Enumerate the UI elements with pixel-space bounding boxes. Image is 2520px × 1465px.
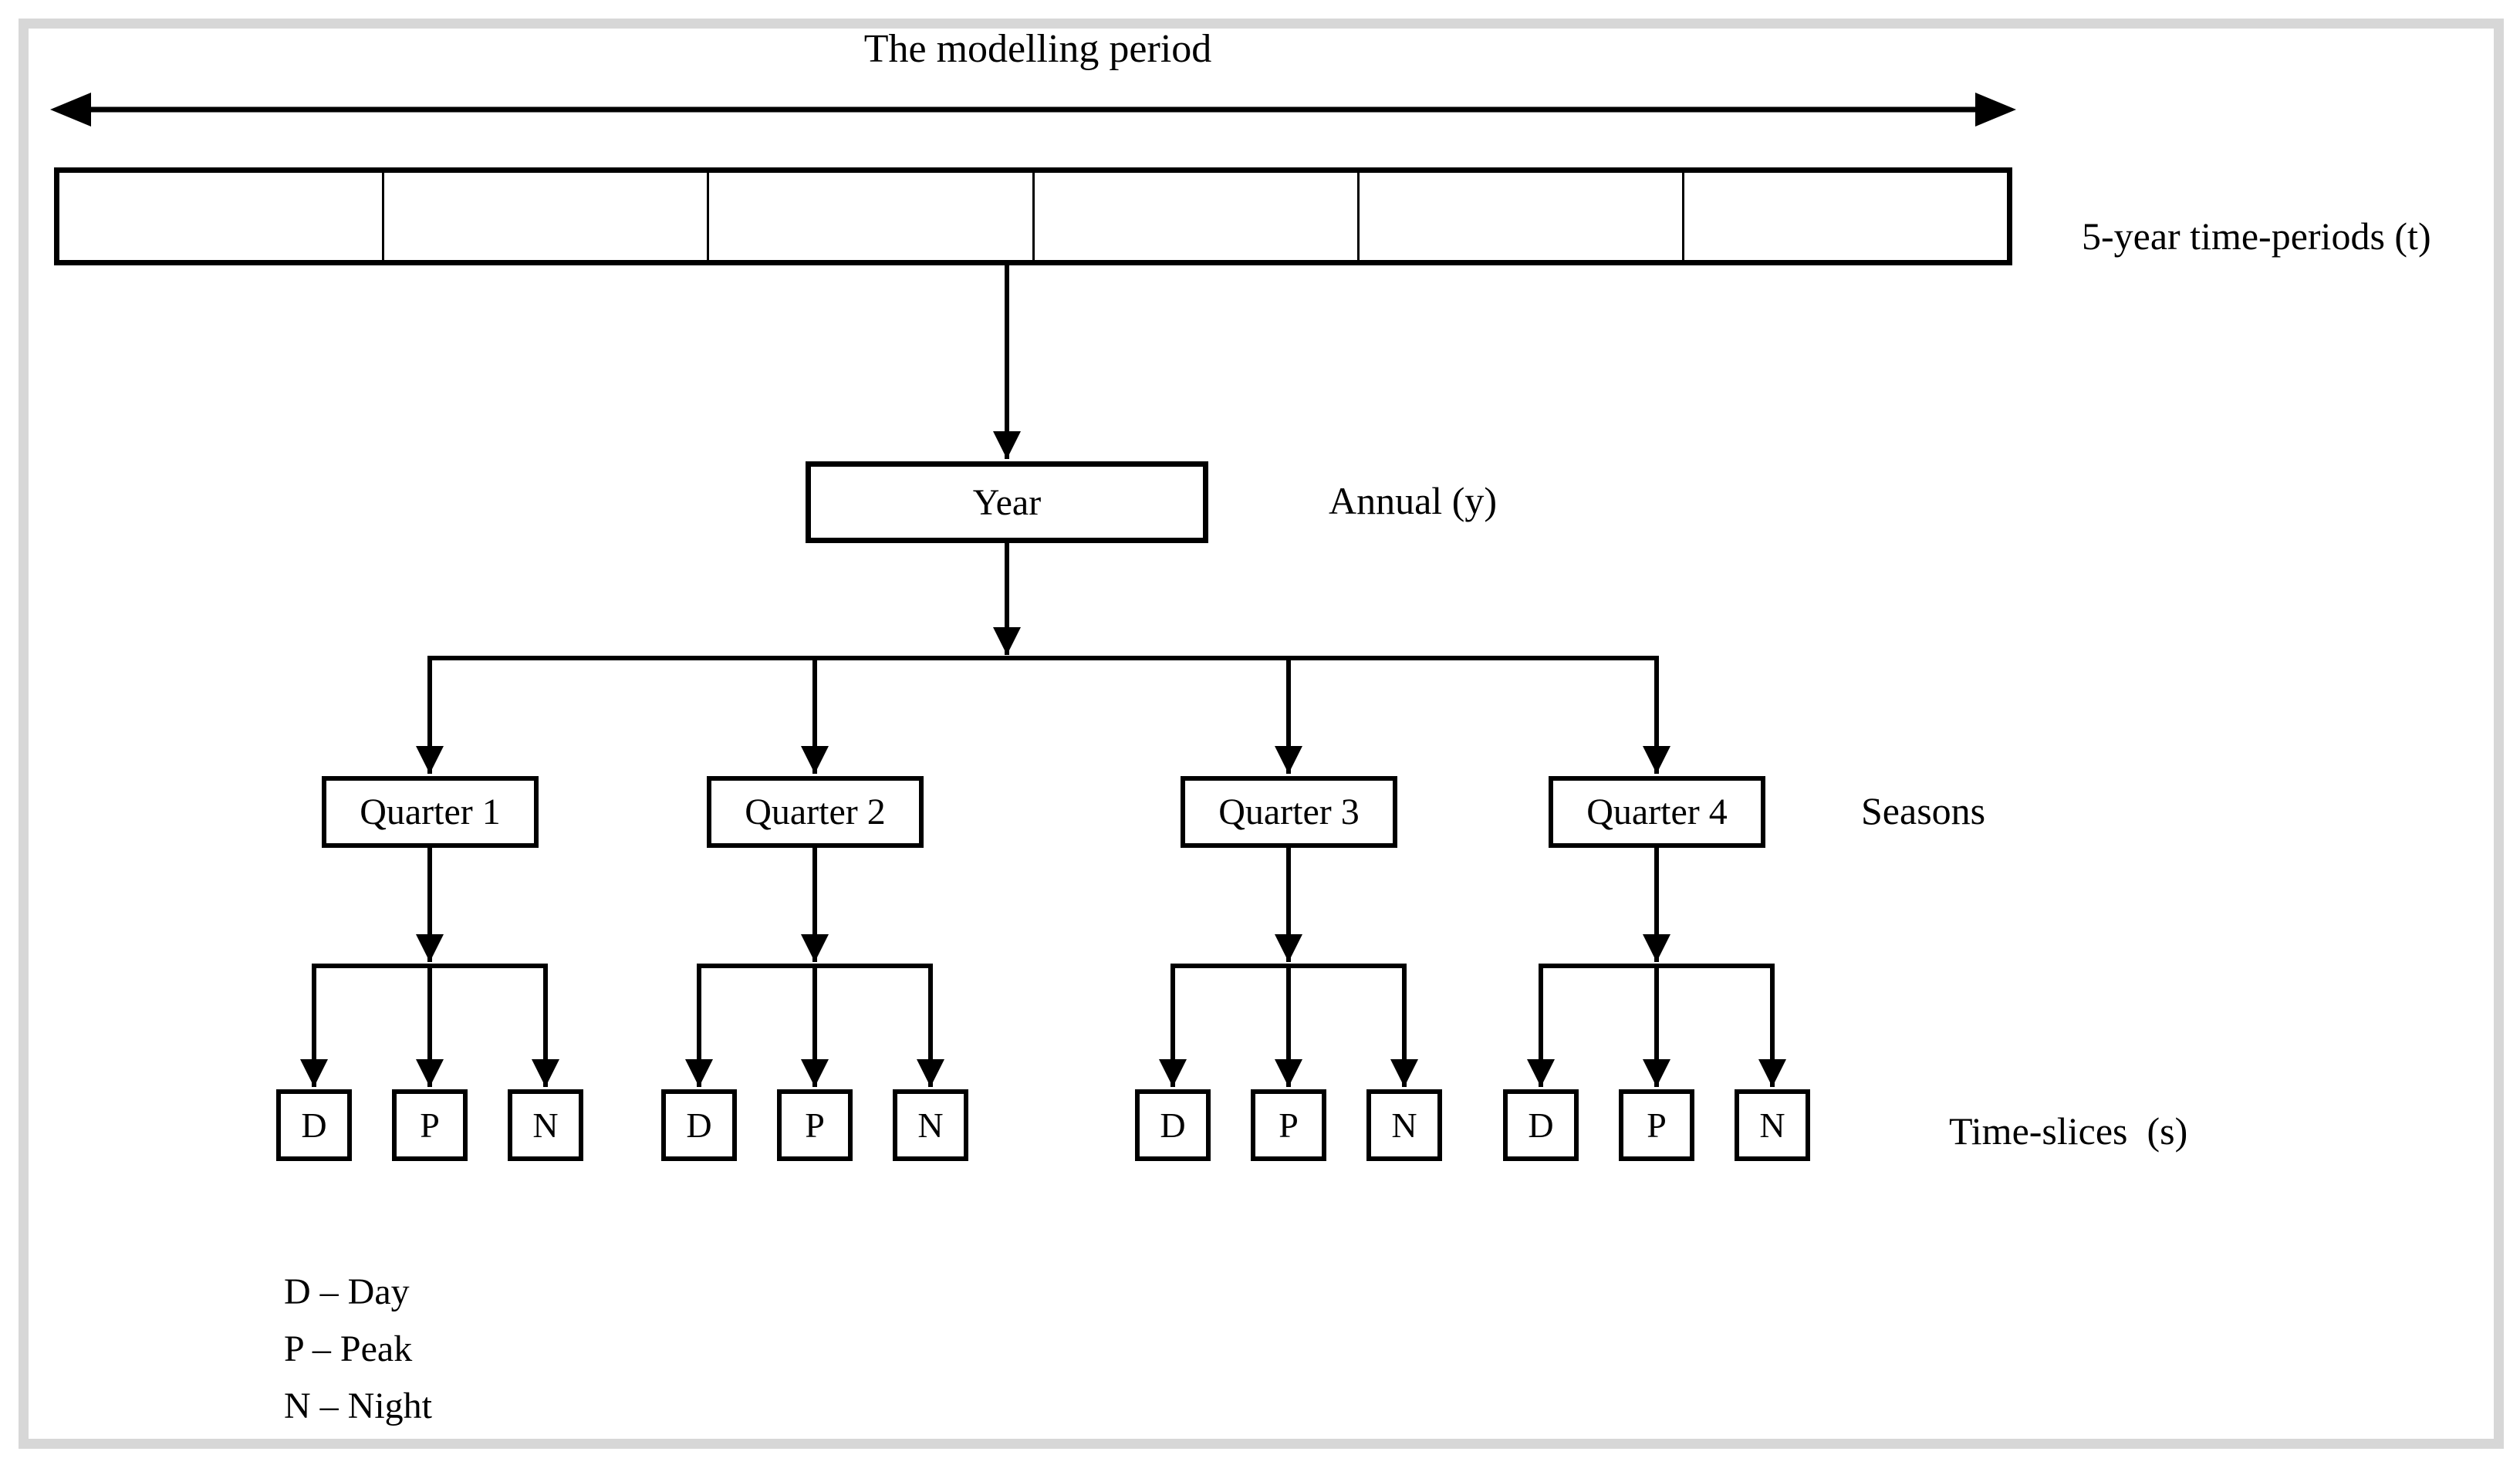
timeslice-night-box: N <box>893 1089 968 1161</box>
timeline-bar <box>54 167 2012 265</box>
timeslice-peak-box: P <box>1619 1089 1694 1161</box>
timeslice-day-box: D <box>1135 1089 1211 1161</box>
seasons-label: Seasons <box>1861 789 1986 832</box>
timeline-segment <box>709 173 1035 260</box>
legend-item-night: N – Night <box>284 1386 432 1426</box>
timeslice-day-box: D <box>276 1089 352 1161</box>
timeslice-night-box: N <box>1366 1089 1442 1161</box>
timeslice-peak-box: P <box>777 1089 853 1161</box>
timeline-segment <box>384 173 710 260</box>
timeline-segment <box>1360 173 1684 260</box>
timeslice-peak-box: P <box>1251 1089 1326 1161</box>
quarter-2-box: Quarter 2 <box>707 776 924 848</box>
legend-item-day: D – Day <box>284 1271 410 1312</box>
legend: D – Day P – Peak N – Night <box>284 1264 432 1435</box>
timeslice-night-box: N <box>1735 1089 1810 1161</box>
timeslice-day-box: D <box>1503 1089 1579 1161</box>
timeslice-day-box: D <box>661 1089 737 1161</box>
timeslice-night-box: N <box>508 1089 583 1161</box>
legend-item-peak: P – Peak <box>284 1328 413 1369</box>
double-arrow-heads <box>50 93 2016 127</box>
year-box: Year <box>806 461 1208 543</box>
quarter-3-box: Quarter 3 <box>1181 776 1397 848</box>
figure-title: The modelling period <box>863 27 1212 71</box>
quarter-1-box: Quarter 1 <box>322 776 539 848</box>
figure-border-frame <box>19 19 2504 1449</box>
timeline-segment <box>59 173 385 260</box>
timeslices-label: Time-slices (s) <box>1949 1109 2188 1153</box>
quarter-4-box: Quarter 4 <box>1549 776 1765 848</box>
annual-label: Annual (y) <box>1329 479 1497 522</box>
timeline-segment <box>1035 173 1360 260</box>
timeline-segment <box>1684 173 2007 260</box>
timeslice-peak-box: P <box>392 1089 468 1161</box>
timeline-label: 5-year time-periods (t) <box>2082 214 2431 258</box>
